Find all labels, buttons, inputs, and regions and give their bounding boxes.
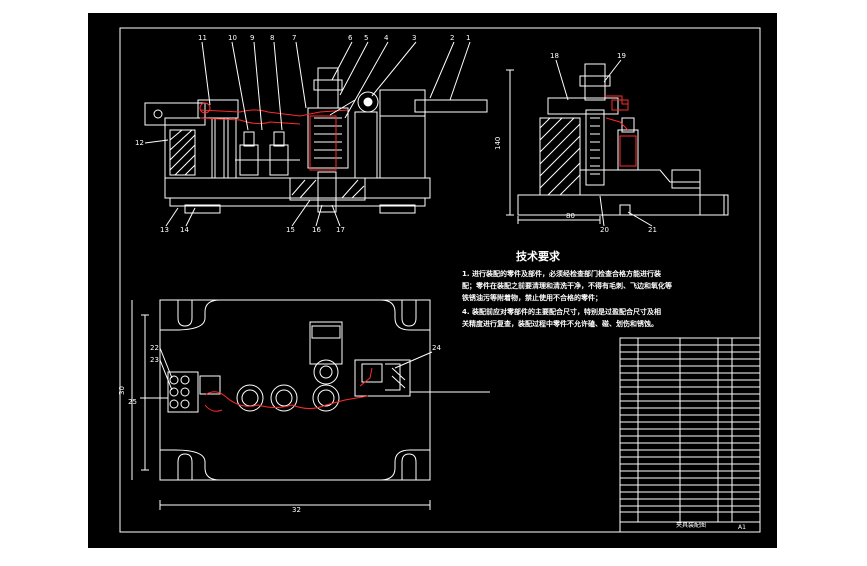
label-22: 22 (150, 344, 159, 352)
label-2: 2 (450, 34, 454, 42)
label-11: 11 (198, 34, 207, 42)
drawing-sheet (88, 13, 777, 548)
title-block-scale: A1 (738, 524, 746, 531)
tech-requirement-line: 4. 装配前应对零部件的主要配合尺寸，特别是过盈配合尺寸及相 (462, 307, 661, 316)
label-6: 6 (348, 34, 353, 42)
tech-requirements: 技术要求 1. 进行装配的零件及部件，必须经检查部门检查合格方能进行装 配；零件… (462, 249, 672, 328)
label-7: 7 (292, 34, 296, 42)
title-block-name: 夹具装配图 (676, 521, 706, 529)
tech-requirements-title: 技术要求 (516, 249, 561, 263)
front-view (144, 67, 488, 214)
top-length-dimension: 32 (292, 506, 301, 514)
tech-requirement-line: 关精度进行复查，装配过程中零件不允许磕、碰、划伤和锈蚀。 (462, 319, 658, 328)
drawing-border (119, 27, 761, 533)
top-width-dimension: 30 (118, 386, 126, 395)
parts-list (619, 337, 761, 533)
label-8: 8 (270, 34, 274, 42)
label-20: 20 (600, 226, 609, 234)
label-14: 14 (180, 226, 189, 234)
label-16: 16 (312, 226, 321, 234)
side-height-dimension: 140 (494, 137, 502, 150)
top-view (131, 299, 490, 510)
label-12: 12 (135, 139, 144, 147)
label-17: 17 (336, 226, 345, 234)
tech-requirement-line: 配；零件在装配之前要清理和清洗干净，不得有毛刺、飞边和氧化等 (462, 281, 672, 290)
label-19: 19 (617, 52, 626, 60)
label-4: 4 (384, 34, 389, 42)
label-21: 21 (648, 226, 657, 234)
label-24: 24 (432, 344, 441, 352)
front-view-label-row: 11 10 9 8 7 6 5 4 3 2 1 (198, 34, 471, 131)
label-3: 3 (412, 34, 416, 42)
label-25: 25 (128, 398, 137, 406)
label-15: 15 (286, 226, 295, 234)
label-13: 13 (160, 226, 169, 234)
label-18: 18 (550, 52, 559, 60)
label-5: 5 (364, 34, 368, 42)
side-view (506, 63, 729, 224)
label-10: 10 (228, 34, 237, 42)
side-width-dimension: 80 (566, 212, 575, 220)
tech-requirement-line: 1. 进行装配的零件及部件，必须经检查部门检查合格方能进行装 (462, 269, 661, 278)
label-23: 23 (150, 356, 159, 364)
tech-requirement-line: 铁锈油污等附着物，禁止使用不合格的零件； (462, 293, 602, 302)
label-1: 1 (466, 34, 470, 42)
label-9: 9 (250, 34, 254, 42)
